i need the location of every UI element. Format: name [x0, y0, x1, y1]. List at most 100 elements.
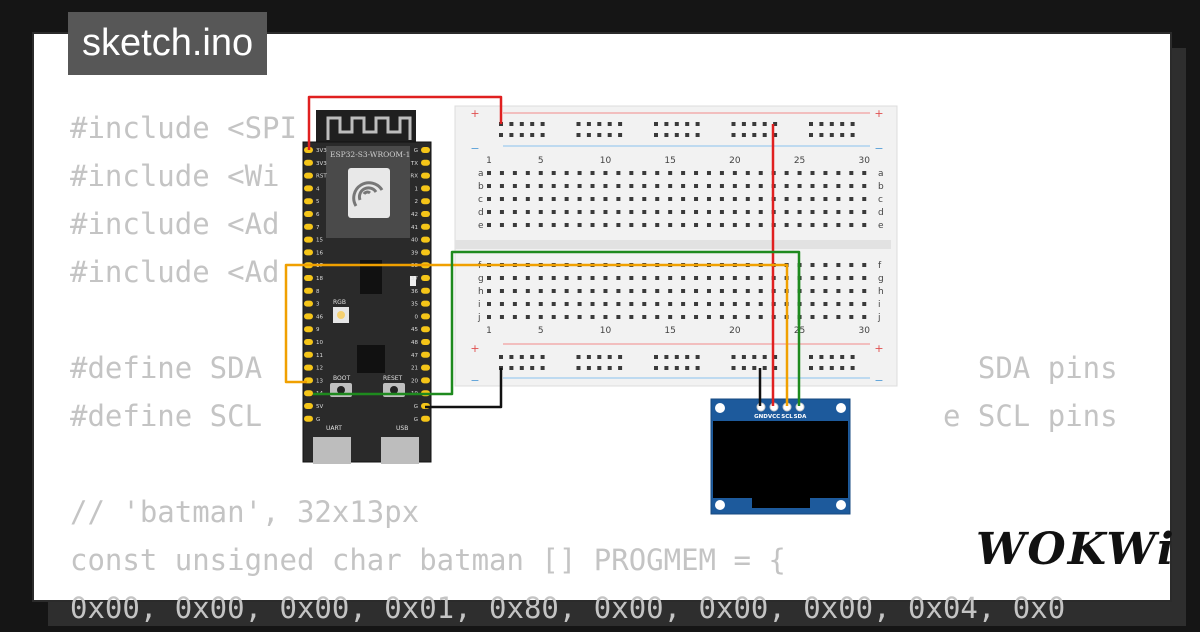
pin-label: G: [414, 148, 418, 154]
code-line: const unsigned char batman [] PROGMEM = …: [70, 543, 786, 577]
column-number: 1: [486, 326, 492, 336]
reset-label: RESET: [383, 375, 403, 382]
column-number: 20: [729, 156, 741, 166]
pin-label: 3: [316, 302, 320, 308]
rail-sign: −: [874, 142, 883, 155]
code-line: // 'batman', 32x13px: [70, 495, 420, 529]
row-letter: a: [478, 169, 484, 179]
pin-label: 48: [411, 340, 418, 346]
pin-label: 7: [316, 225, 320, 231]
esp32-pin[interactable]: [421, 147, 430, 153]
usb-port[interactable]: [381, 437, 419, 464]
row-letter: i: [878, 300, 881, 310]
esp32-pin[interactable]: [304, 249, 313, 256]
row-letter: h: [878, 287, 884, 297]
row-letter: b: [878, 182, 884, 192]
pin-label: 39: [411, 250, 418, 256]
esp32-pin[interactable]: [421, 377, 430, 384]
esp32-pin[interactable]: [304, 198, 313, 205]
oled-pin-label: SCL: [781, 414, 793, 420]
esp32-pin[interactable]: [304, 364, 313, 371]
row-letter: b: [478, 182, 484, 192]
esp32-pin[interactable]: [421, 223, 430, 230]
esp32-pin[interactable]: [421, 364, 430, 371]
esp32-pin[interactable]: [421, 198, 430, 205]
esp32-pin[interactable]: [304, 172, 313, 179]
pin-label: G: [316, 417, 320, 423]
esp32-pin[interactable]: [304, 313, 313, 320]
esp32-pin[interactable]: [421, 236, 430, 243]
pin-label: 16: [316, 250, 323, 256]
esp32-pin[interactable]: [304, 223, 313, 230]
pin-label: 15: [316, 238, 323, 244]
esp32-pin[interactable]: [421, 159, 430, 166]
column-number: 1: [486, 156, 492, 166]
esp32-pin[interactable]: [421, 313, 430, 320]
esp32-pin[interactable]: [304, 185, 313, 192]
esp32-pin[interactable]: [421, 287, 430, 294]
uart-usb-port[interactable]: [313, 437, 351, 464]
rail-sign: +: [874, 342, 883, 355]
esp32-pin[interactable]: [304, 351, 313, 358]
rgb-label: RGB: [333, 299, 346, 306]
row-letter: j: [877, 313, 881, 323]
esp32-pin[interactable]: [421, 415, 430, 422]
pin-label: 35: [411, 302, 418, 308]
pin-label: 46: [316, 314, 323, 320]
rail-sign: +: [874, 107, 883, 120]
code-line: #define SCL e SCL pins: [70, 399, 1118, 433]
row-letter: c: [478, 195, 483, 205]
oled-pin-label: SDA: [794, 414, 808, 420]
row-letter: h: [478, 287, 484, 297]
esp32-pin[interactable]: [304, 159, 313, 166]
esp32-pin[interactable]: [421, 351, 430, 358]
esp32-pin[interactable]: [421, 211, 430, 217]
pin-label: 11: [316, 353, 323, 359]
esp32-pin[interactable]: [304, 211, 313, 217]
rail-sign: −: [470, 374, 479, 387]
row-letter: a: [878, 169, 884, 179]
esp32-pin[interactable]: [421, 326, 430, 333]
esp32-board[interactable]: ESP32-S3-WROOM-1 RGB BOOT RESET UART USB…: [302, 110, 432, 464]
esp32-pin[interactable]: [304, 390, 313, 397]
column-number: 10: [600, 326, 612, 336]
esp32-pin[interactable]: [304, 236, 313, 243]
esp32-pin[interactable]: [304, 415, 313, 422]
chip: [357, 345, 385, 373]
code-preview: #include <SPI#include <Wi#include <Ad G#…: [70, 104, 1118, 632]
esp32-pin[interactable]: [304, 300, 313, 307]
column-number: 5: [538, 156, 544, 166]
esp32-pin[interactable]: [421, 275, 430, 281]
column-number: 10: [600, 156, 612, 166]
esp32-pin[interactable]: [421, 172, 430, 179]
esp32-pin[interactable]: [421, 339, 430, 345]
esp32-pin[interactable]: [304, 326, 313, 333]
column-number: 15: [664, 326, 675, 336]
esp32-pin[interactable]: [304, 275, 313, 281]
code-line: #include <Wi: [70, 159, 280, 193]
pin-label: 20: [411, 378, 418, 384]
pin-label: 5: [316, 199, 320, 205]
file-tab[interactable]: sketch.ino: [68, 12, 268, 75]
pin-label: 5V: [316, 404, 323, 410]
rail-sign: +: [470, 107, 479, 120]
code-line: 0x00, 0x00, 0x00, 0x01, 0x80, 0x00, 0x00…: [70, 591, 1066, 625]
esp32-pin[interactable]: [421, 300, 430, 307]
esp32-pin[interactable]: [304, 403, 313, 409]
pin-label: 40: [411, 238, 418, 244]
pin-label: 6: [316, 212, 320, 218]
orange-wire-scl: [284, 263, 789, 406]
pin-label: G: [414, 417, 418, 423]
module-label: ESP32-S3-WROOM-1: [330, 150, 410, 159]
esp32-pin[interactable]: [421, 249, 430, 256]
esp32-pin[interactable]: [421, 185, 430, 192]
row-letter: f: [878, 261, 882, 271]
esp32-pin[interactable]: [304, 287, 313, 294]
column-number: 15: [664, 156, 675, 166]
pin-label: 47: [411, 353, 418, 359]
pin-label: TX: [410, 161, 418, 167]
esp32-pin[interactable]: [304, 339, 313, 345]
